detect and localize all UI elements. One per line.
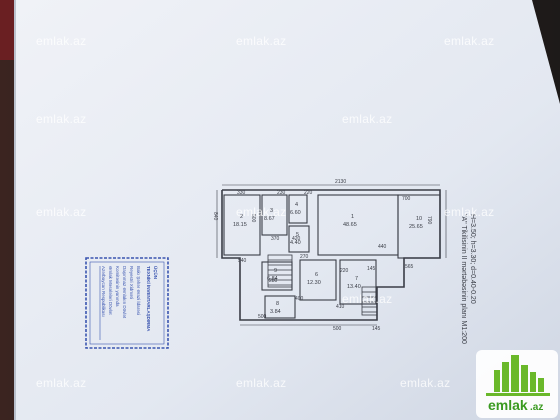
plan-title-line1: "A" Tikilisinin II mərtəbəsinin planı M1… xyxy=(460,214,467,344)
stamp-line: Bakı Şəhər Ərazi İdarəsi xyxy=(136,266,142,315)
room-number: 6 xyxy=(315,272,318,278)
stamp-line: Azərbaycan Respublikası xyxy=(101,266,106,317)
watermark: emlak.az xyxy=(400,376,451,390)
dim-label: 400 xyxy=(295,296,304,302)
plan-title-line2: H=3.50; h=3.30; d=0.40-0.20 xyxy=(469,214,476,304)
dim-label: 280 xyxy=(269,278,278,284)
stamp-border xyxy=(85,257,169,349)
dim-label: 270 xyxy=(300,254,309,260)
room-area: 6.60 xyxy=(290,210,301,216)
watermark: emlak.az xyxy=(236,34,287,48)
emlak-logo: emlak .az xyxy=(476,350,558,418)
watermark: emlak.az xyxy=(236,376,287,390)
floor-plan xyxy=(216,184,447,326)
logo-tld: .az xyxy=(530,402,543,413)
blue-stamp: Azərbaycan Respublikası Əmlak Məsələləri… xyxy=(85,257,169,349)
dim-label: 145 xyxy=(372,326,381,332)
room-4-wall xyxy=(288,194,308,224)
stamp-line: Reyestri Xidməti xyxy=(129,266,134,299)
dim-label: 500 xyxy=(250,214,256,223)
dim-label: 370 xyxy=(271,236,280,242)
logo-green-bar xyxy=(486,393,550,396)
room-10-wall xyxy=(397,194,441,259)
room-area: 6.84 xyxy=(267,276,278,282)
dim-label: 220 xyxy=(304,190,313,196)
room-8-wall xyxy=(264,295,296,319)
stamp-line: TEXNİKİ İNVENTARLAŞDIRMA xyxy=(146,266,152,332)
room-area: 48.65 xyxy=(343,222,357,228)
room-number: 2 xyxy=(240,214,243,220)
dim-label: 230 xyxy=(277,190,286,196)
room-5-wall xyxy=(288,225,310,253)
dim-label: 220 xyxy=(340,268,349,274)
stamp-line: Komitəsinin yanında xyxy=(115,266,120,307)
dim-label: 145 xyxy=(367,266,376,272)
room-area: 4.40 xyxy=(290,240,301,246)
staircase xyxy=(267,254,293,288)
room-number: 9 xyxy=(274,268,277,274)
room-area: 3.84 xyxy=(270,309,281,315)
dim-label: 440 xyxy=(378,244,387,250)
room-number: 7 xyxy=(355,276,358,282)
room-2-wall xyxy=(223,194,261,256)
room-labels: 1 48.65 2 18.15 3 8.67 4 6.60 5 4.40 6 1… xyxy=(233,202,423,315)
room-7-wall xyxy=(339,259,377,305)
room-area: 8.67 xyxy=(264,216,275,222)
stamp-line: Əmlak Məsələləri Dövlət xyxy=(108,266,113,315)
room-number: 10 xyxy=(416,216,422,222)
room-area: 18.15 xyxy=(233,222,247,228)
watermark: emlak.az xyxy=(36,112,87,126)
watermark: emlak.az xyxy=(342,292,393,306)
room-6-wall xyxy=(299,259,337,301)
room-number: 3 xyxy=(270,208,273,214)
watermark: emlak.az xyxy=(236,205,287,219)
room-area: 12.30 xyxy=(307,280,321,286)
dim-label: 790 xyxy=(426,216,432,225)
watermark: emlak.az xyxy=(444,34,495,48)
city-skyline-icon xyxy=(494,355,544,392)
room-3-wall xyxy=(261,194,288,236)
dim-label: 410 xyxy=(336,304,345,310)
dim-label: 565 xyxy=(405,264,414,270)
watermark: emlak.az xyxy=(36,205,87,219)
room-number: 5 xyxy=(296,232,299,238)
watermark: emlak.az xyxy=(36,376,87,390)
dim-label: 500 xyxy=(333,326,342,332)
room-area: 25.65 xyxy=(409,224,423,230)
stamp-line: Daşınmaz Əmlakın Dövlət xyxy=(122,266,127,319)
watermark: emlak.az xyxy=(444,205,495,219)
watermark: emlak.az xyxy=(342,112,393,126)
stamp-inner-border xyxy=(89,261,165,345)
dim-label: 540 xyxy=(238,258,247,264)
dim-label: 840 xyxy=(212,212,218,221)
room-number: 8 xyxy=(276,301,279,307)
dimension-labels: 2130 330 230 220 700 790 840 500 370 420… xyxy=(212,179,432,332)
room-area: 13.40 xyxy=(347,284,361,290)
dim-label: 500 xyxy=(258,314,267,320)
dim-label: 330 xyxy=(237,190,246,196)
watermark: emlak.az xyxy=(36,34,87,48)
dim-label: 420 xyxy=(292,236,301,242)
dim-label: 2130 xyxy=(335,179,346,185)
staircase-2 xyxy=(361,286,378,316)
logo-text: emlak xyxy=(488,397,528,413)
stamp-line: ÜÇÜN xyxy=(153,266,159,279)
plan-title: "A" Tikilisinin II mərtəbəsinin planı M1… xyxy=(460,214,476,344)
dim-label: 700 xyxy=(402,196,411,202)
room-number: 4 xyxy=(295,202,298,208)
room-number: 1 xyxy=(351,214,354,220)
